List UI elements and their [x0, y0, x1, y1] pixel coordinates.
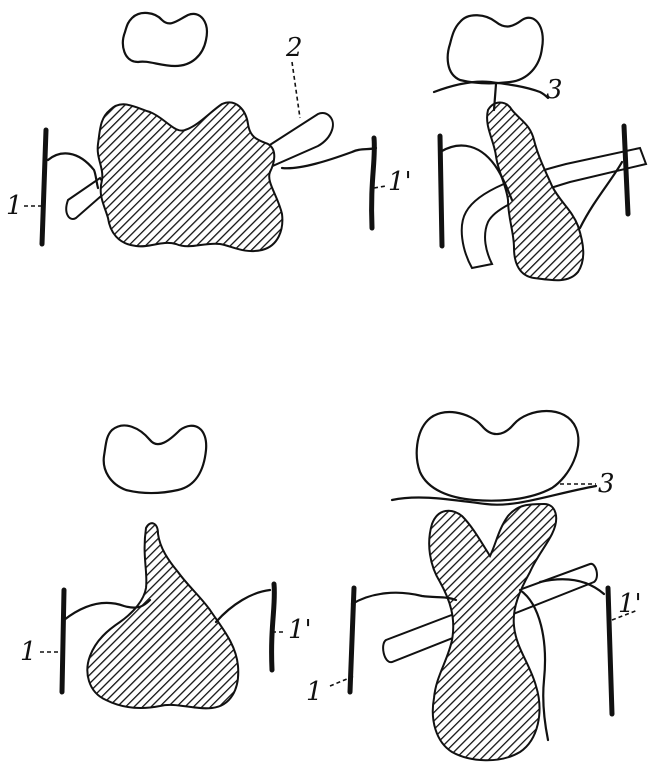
label-1-prime: 1' — [618, 589, 642, 619]
nerve-bar-left — [42, 130, 46, 244]
larynx-outline — [104, 425, 206, 493]
panel-top-right: 3 — [434, 15, 646, 280]
larynx-outline — [417, 411, 579, 501]
tumor-mass-bottom-left — [87, 523, 238, 708]
nerve-bar-left — [440, 136, 442, 246]
leader-2 — [292, 62, 300, 118]
label-1: 1 — [20, 637, 37, 667]
nerve-left — [352, 593, 456, 604]
larynx-outline — [448, 15, 543, 83]
label-2: 2 — [285, 33, 303, 63]
nerve-bar-left — [62, 590, 64, 692]
panel-top-left: 1 1' 2 — [6, 13, 412, 251]
leader-1-prime — [374, 186, 386, 188]
larynx-outline — [123, 13, 207, 66]
nerve-bar-right — [272, 584, 275, 670]
panel-bottom-right: 1 1' 3 — [306, 411, 642, 760]
label-3: 3 — [546, 75, 563, 105]
nerve-bar-right — [608, 588, 612, 714]
nerve-bar-right — [372, 138, 375, 228]
nerve-right — [216, 590, 270, 622]
tumor-mass-top-left — [98, 102, 283, 251]
label-1-prime: 1' — [388, 167, 412, 197]
panel-bottom-left: 1 1' — [20, 425, 312, 708]
nerve-left — [48, 153, 98, 188]
label-1-prime: 1' — [288, 615, 312, 645]
label-1: 1 — [6, 191, 23, 221]
nerve-bar-right — [624, 126, 628, 214]
label-3: 3 — [598, 469, 615, 499]
membrane-line — [392, 486, 596, 505]
label-1: 1 — [306, 677, 323, 707]
